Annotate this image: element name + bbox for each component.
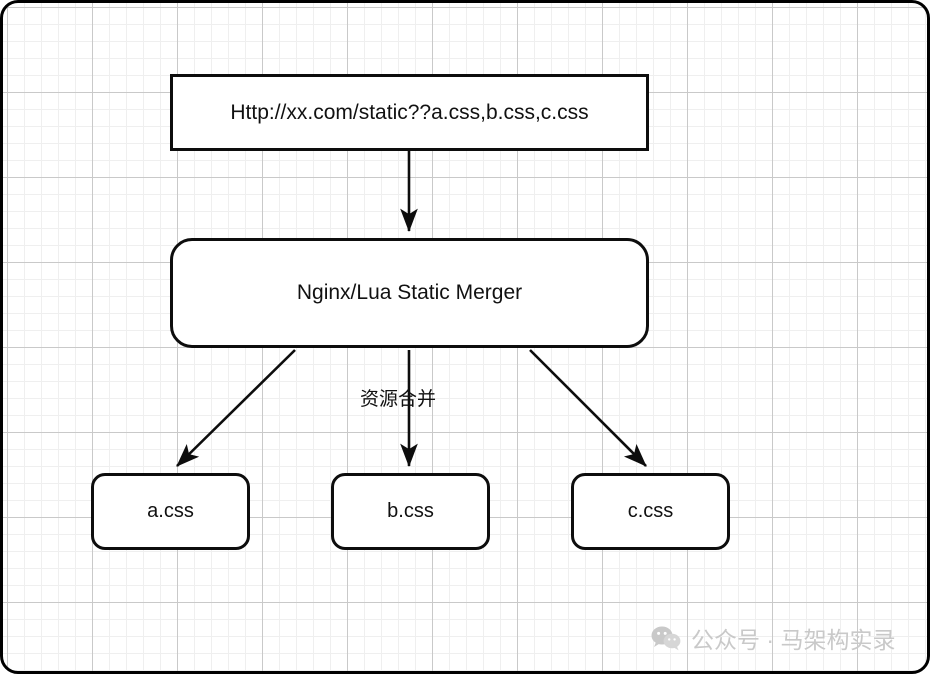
edge-merger-to-c-css	[529, 349, 647, 467]
node-nginx-lua-static-merger[interactable]: Nginx/Lua Static Merger	[170, 238, 649, 348]
watermark: 公众号 · 马架构实录	[651, 621, 895, 655]
watermark-text: 公众号 · 马架构实录	[691, 627, 896, 653]
wechat-icon	[651, 625, 681, 651]
node-c-css[interactable]: c.css	[571, 473, 730, 550]
node-b-css[interactable]: b.css	[331, 473, 490, 550]
node-request-url-label: Http://xx.com/static??a.css,b.css,c.css	[230, 100, 589, 124]
node-a-css[interactable]: a.css	[91, 473, 250, 550]
node-request-url[interactable]: Http://xx.com/static??a.css,b.css,c.css	[170, 74, 649, 151]
node-a-css-label: a.css	[147, 500, 194, 522]
edge-merger-to-a-css	[176, 349, 296, 467]
node-c-css-label: c.css	[627, 500, 674, 522]
node-b-css-label: b.css	[387, 500, 434, 522]
edge-label-resource-merge: 资源合并	[360, 389, 437, 410]
node-nginx-lua-static-merger-label: Nginx/Lua Static Merger	[296, 281, 523, 304]
